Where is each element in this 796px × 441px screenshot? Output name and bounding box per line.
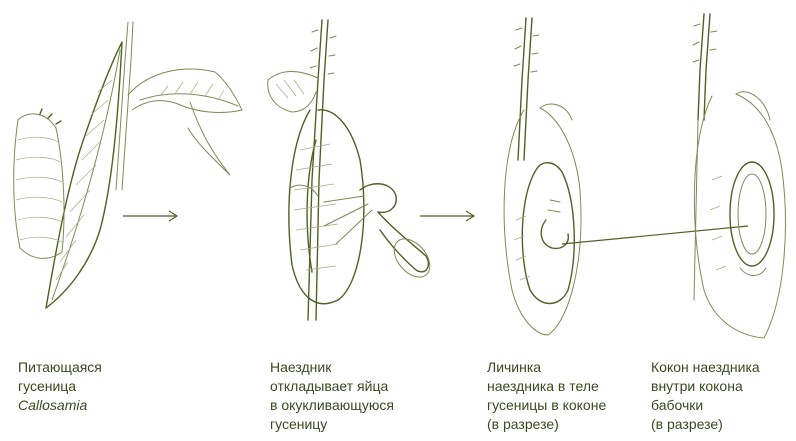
caption-line: Питающаяся (18, 358, 102, 377)
caption-species-name: Callosamia (18, 396, 102, 415)
right-arrow-icon (123, 211, 177, 221)
caption-line: гусеница (18, 377, 102, 396)
caption-stage-3: Личинка наездника в теле гусеницы в коко… (487, 358, 606, 434)
right-arrow-icon (420, 211, 474, 221)
caption-line: Наездник (270, 358, 394, 377)
caption-stage-1: Питающаяся гусеница Callosamia (18, 358, 102, 415)
stage-4-wasp-cocoon (693, 14, 785, 338)
caption-line: бабочки (651, 396, 760, 415)
caption-stage-4: Кокон наездника внутри кокона бабочки (в… (651, 358, 760, 434)
caption-line: гусеницы в коконе (487, 396, 606, 415)
caption-line: (в разрезе) (487, 415, 606, 434)
stage-3-larva-in-cocoon (504, 18, 581, 335)
stage-1-caterpillar-on-leaf (14, 22, 242, 308)
caption-line: откладывает яйца (270, 377, 394, 396)
caption-line: внутри кокона (651, 377, 760, 396)
caption-line: гусеницу (270, 415, 394, 434)
pointer-line (562, 226, 748, 244)
caption-line: Кокон наездника (651, 358, 760, 377)
caption-line: (в разрезе) (651, 415, 760, 434)
caption-stage-2: Наездник откладывает яйца в окукливающую… (270, 358, 394, 434)
caption-line: в окукливающуюся (270, 396, 394, 415)
stage-2-wasp-on-cocoon (268, 20, 437, 320)
caption-line: наездника в теле (487, 377, 606, 396)
caption-line: Личинка (487, 358, 606, 377)
